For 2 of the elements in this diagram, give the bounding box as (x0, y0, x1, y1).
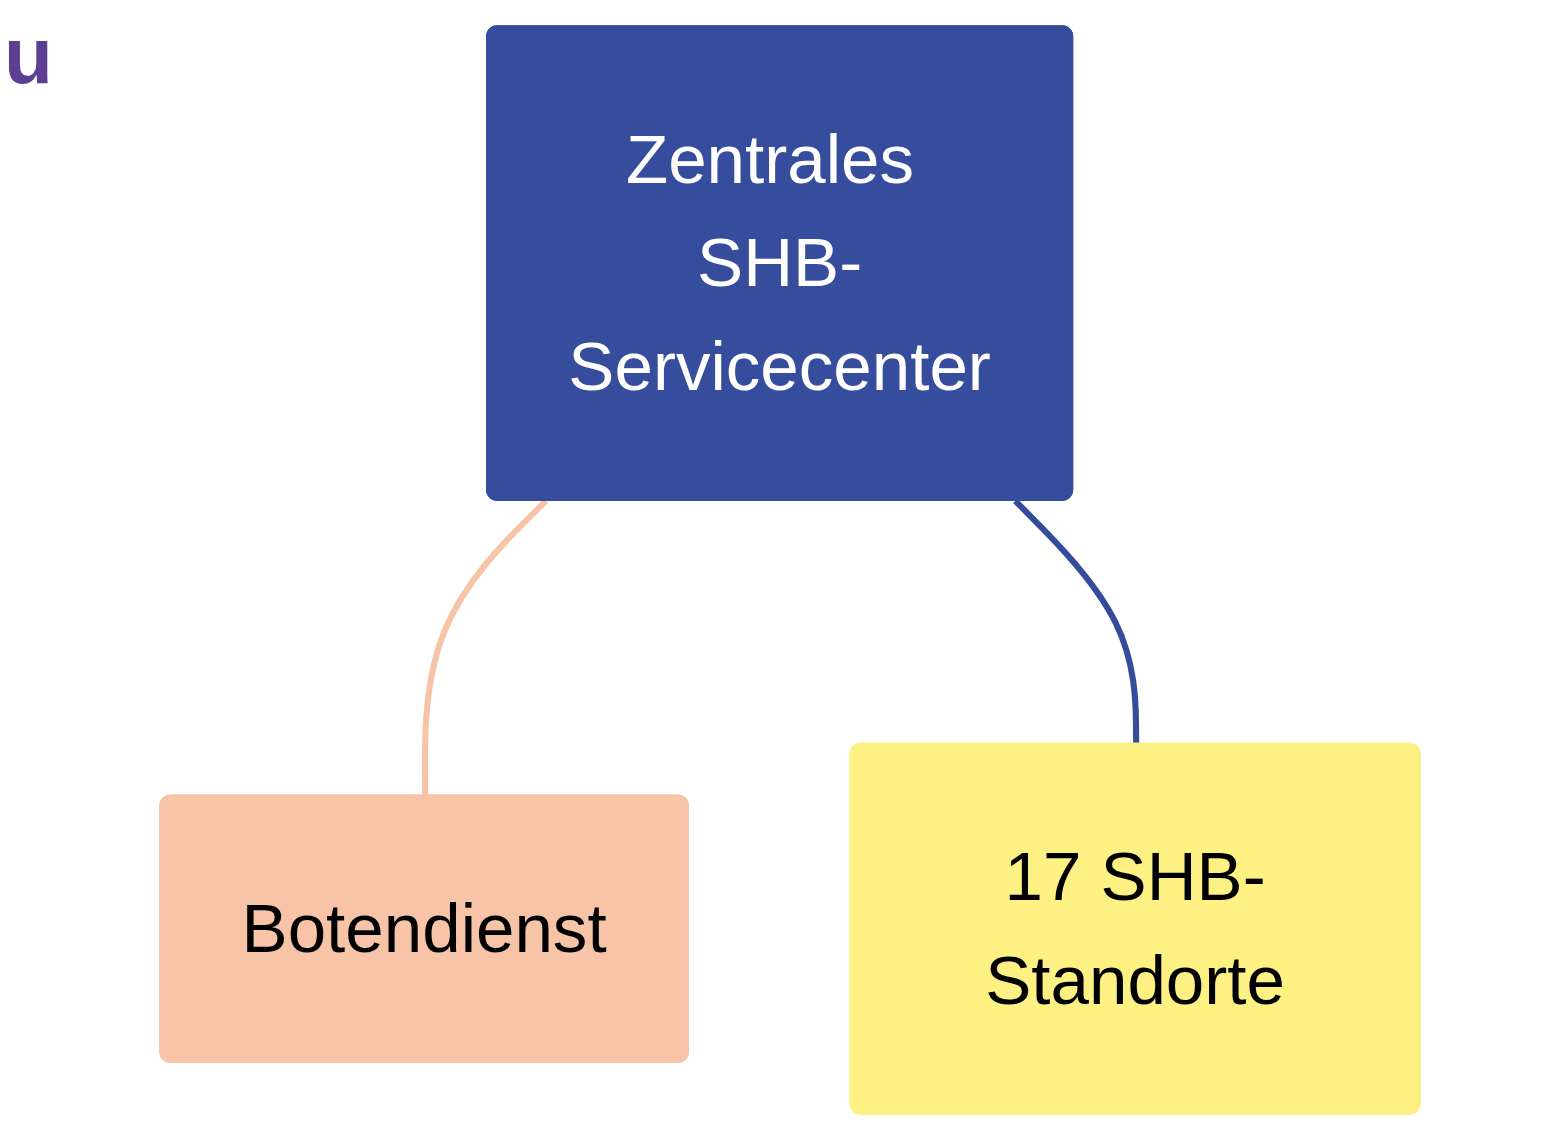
label-text: u (4, 10, 53, 102)
connector (421, 498, 549, 797)
